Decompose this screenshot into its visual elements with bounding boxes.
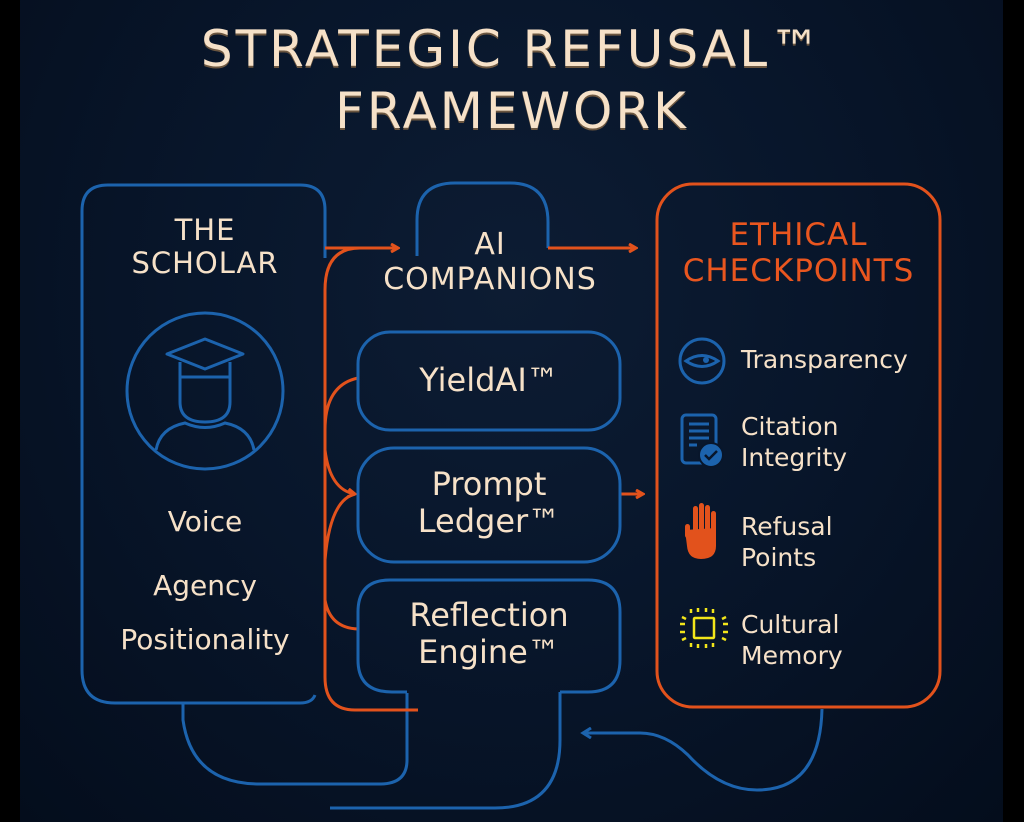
orange-branch-reflection xyxy=(323,599,359,631)
tool-prompt-ledger-line-2: Ledger™ xyxy=(417,501,561,540)
checkpoint-transparency-label: Transparency xyxy=(741,345,908,374)
eye-icon xyxy=(678,337,726,385)
scholar-heading: THE SCHOLAR xyxy=(82,213,328,281)
companions-heading-line-1: AI xyxy=(474,227,506,262)
reflection-engine-box xyxy=(356,578,622,694)
checkpoint-citation-integrity: Citation Integrity xyxy=(741,411,847,474)
checkpoint-refusal-points-line-2: Points xyxy=(741,543,817,573)
orange-loop xyxy=(323,246,418,712)
raised-hand-icon xyxy=(685,503,716,559)
checkpoint-cultural-memory: Cultural Memory xyxy=(741,609,843,672)
orange-branch-up-ledger xyxy=(323,492,356,561)
scholar-bottom-loop xyxy=(181,693,409,786)
yieldai-box xyxy=(356,330,622,432)
scholar-box xyxy=(80,183,327,705)
reflection-stem xyxy=(330,692,562,810)
checkpoint-citation-integrity-line-1: Citation xyxy=(741,412,839,441)
checkpoints-box xyxy=(655,182,942,709)
tool-yieldai: YieldAI™ xyxy=(358,362,620,399)
scholar-attribute-positionality: Positionality xyxy=(120,623,290,656)
checkpoint-transparency: Transparency xyxy=(741,344,908,375)
diagram-background xyxy=(20,0,1003,822)
orange-branch-yieldai xyxy=(323,376,359,431)
checkpoint-citation-integrity-line-2: Integrity xyxy=(741,443,848,473)
graduate-avatar-icon xyxy=(125,311,285,471)
return-arrow xyxy=(583,708,824,792)
document-check-icon xyxy=(680,413,724,468)
companions-tab xyxy=(415,181,550,256)
scholar-heading-line-1: THE xyxy=(174,213,236,247)
checkpoint-cultural-memory-line-1: Cultural xyxy=(741,610,840,639)
tool-reflection-engine: Reflection Engine™ xyxy=(358,597,620,671)
prompt-ledger-box xyxy=(356,446,622,564)
title-line-1: STRATEGIC REFUSAL™ xyxy=(200,20,824,78)
checkpoints-heading-line-1: ETHICAL xyxy=(729,217,868,253)
tool-prompt-ledger: Prompt Ledger™ xyxy=(358,466,620,540)
tool-yieldai-label: YieldAI™ xyxy=(419,361,559,399)
companions-heading: AI COMPANIONS xyxy=(340,227,640,297)
scholar-attribute-agency: Agency xyxy=(153,569,257,602)
orange-branch-to-ledger xyxy=(323,449,355,494)
checkpoint-refusal-points: Refusal Points xyxy=(741,511,833,574)
scholar-heading-line-2: SCHOLAR xyxy=(131,246,279,281)
checkpoint-cultural-memory-line-2: Memory xyxy=(741,641,843,671)
companions-heading-line-2: COMPANIONS xyxy=(383,261,597,297)
title-line-2: FRAMEWORK xyxy=(335,82,689,140)
tool-reflection-engine-line-2: Engine™ xyxy=(418,632,560,671)
checkpoint-refusal-points-line-1: Refusal xyxy=(741,512,833,541)
checkpoints-heading: ETHICAL CHECKPOINTS xyxy=(657,217,940,289)
scholar-attribute-voice: Voice xyxy=(167,505,243,538)
chip-glow-icon xyxy=(680,608,728,648)
checkpoints-heading-line-2: CHECKPOINTS xyxy=(682,252,915,289)
tool-prompt-ledger-line-1: Prompt xyxy=(431,465,547,503)
tool-reflection-engine-line-1: Reflection xyxy=(409,596,569,634)
